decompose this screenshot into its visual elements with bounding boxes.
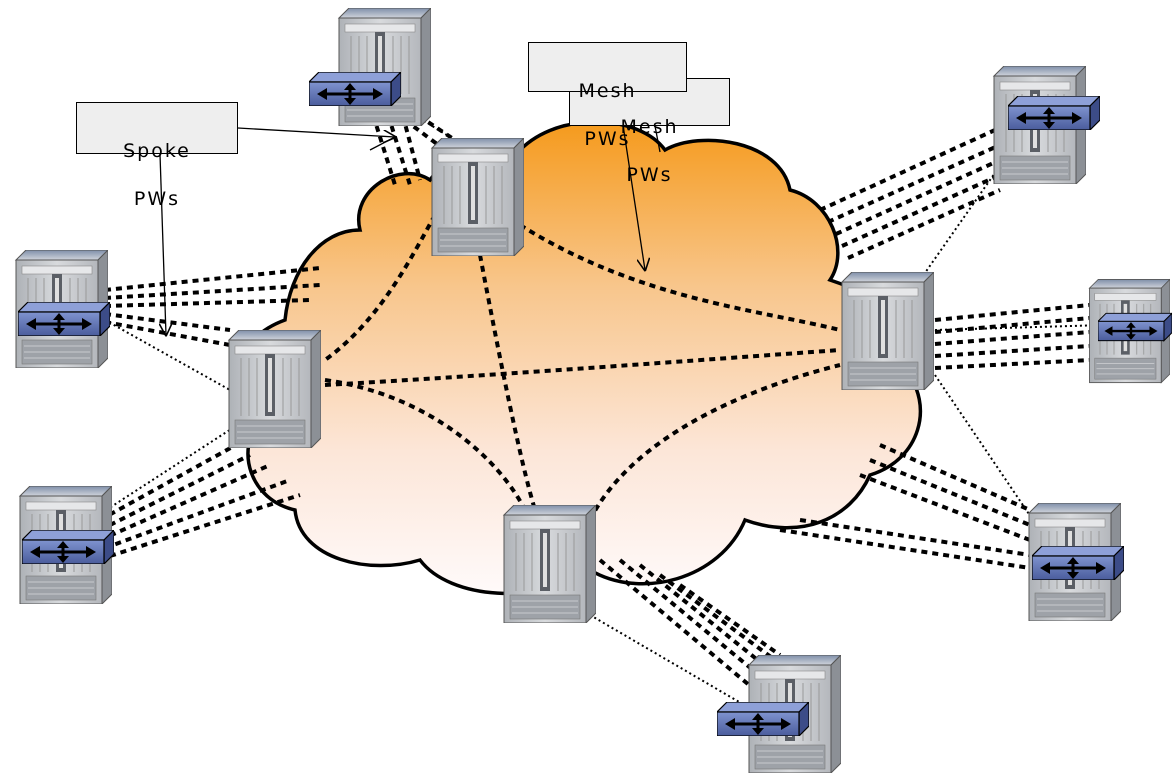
pe-router-chassis-icon — [431, 138, 524, 256]
mtu-switch-icon — [717, 702, 809, 736]
spoke-pw-link — [99, 463, 271, 542]
callout-line: PWs — [133, 188, 181, 210]
access-link — [104, 319, 231, 391]
pe-router-chassis-icon — [228, 330, 321, 448]
mesh-pw-link — [324, 348, 841, 387]
spoke-pw-link — [99, 438, 246, 522]
callout-line: Mesh — [620, 116, 679, 138]
callout-line: PWs — [584, 128, 631, 150]
mesh-pws-callout: Mesh PWs — [528, 42, 687, 150]
spoke-pw-link — [847, 188, 1001, 260]
spoke-pw-link — [678, 583, 782, 657]
spoke-pw-link — [658, 573, 777, 662]
spoke-pw-link — [99, 453, 251, 532]
access-link — [934, 324, 1106, 331]
spoke-pw-link — [104, 320, 231, 347]
pe-router-chassis-icon — [841, 272, 934, 390]
mtu-chassis-icon — [338, 8, 431, 126]
spoke-pw-link — [869, 458, 1031, 527]
spoke-pw-link — [403, 118, 447, 152]
spoke-pw-link — [618, 558, 767, 682]
callout-line: PWs — [626, 164, 673, 186]
mtu-switch-icon — [22, 530, 114, 564]
spoke-pw-link — [819, 128, 996, 212]
spoke-pws-callout: Spoke PWs — [76, 102, 238, 210]
spoke-pw-link — [779, 528, 1031, 570]
spoke-bundle-right-mid — [934, 303, 1091, 370]
spoke-bundle-bottom — [598, 558, 782, 692]
spoke-pw-link — [859, 473, 1031, 542]
spoke-pw-link — [934, 358, 1091, 370]
spoke-pw-link — [109, 493, 301, 558]
spoke-pw-link — [799, 518, 1031, 557]
mesh-pw-link — [588, 363, 841, 521]
mtu-switch-icon — [18, 302, 110, 336]
pe-router-chassis-icon — [503, 505, 596, 623]
callout-line: Spoke — [123, 140, 191, 162]
provider-core-cloud — [238, 120, 922, 596]
callout-line: Mesh — [578, 80, 637, 102]
spoke-bundle-left-upper — [104, 266, 321, 347]
spoke-bundle-right-top — [819, 128, 1001, 260]
mesh-pw-link — [324, 378, 527, 511]
spoke-pointer-line — [369, 136, 396, 151]
mesh-pointer-line — [654, 125, 661, 153]
mtu-switch-icon — [309, 72, 401, 106]
spoke-pointer-line — [160, 153, 166, 335]
spoke-pw-link — [934, 344, 1091, 358]
mtu-switch-icon — [1032, 546, 1124, 580]
spoke-pw-link — [934, 316, 1091, 334]
spoke-pw-link — [879, 443, 1031, 512]
spoke-pw-link — [104, 266, 321, 292]
spoke-pw-link — [104, 298, 311, 308]
mesh-pw-links — [323, 214, 841, 521]
spoke-pw-links — [99, 104, 1091, 692]
spoke-pw-link — [598, 558, 757, 692]
spoke-pointer-arrow — [237, 127, 395, 137]
mtu-switch-icon — [1098, 311, 1172, 343]
spoke-pw-link — [104, 283, 321, 300]
spoke-pw-link — [934, 330, 1091, 346]
spoke-bundle-left-lower — [99, 438, 301, 558]
spoke-pw-link — [104, 312, 231, 332]
spoke-pw-link — [841, 173, 1001, 248]
spoke-pw-link — [408, 108, 457, 142]
mesh-pw-link — [323, 214, 437, 362]
spoke-pw-link — [638, 563, 772, 672]
mtu-switch-icon — [1008, 96, 1100, 130]
mesh-pw-link — [518, 223, 841, 332]
spoke-pw-link — [835, 158, 1001, 236]
spoke-pw-link — [827, 143, 1001, 224]
spoke-pw-link — [934, 303, 1091, 322]
spoke-bundle-right-lower — [779, 443, 1031, 570]
